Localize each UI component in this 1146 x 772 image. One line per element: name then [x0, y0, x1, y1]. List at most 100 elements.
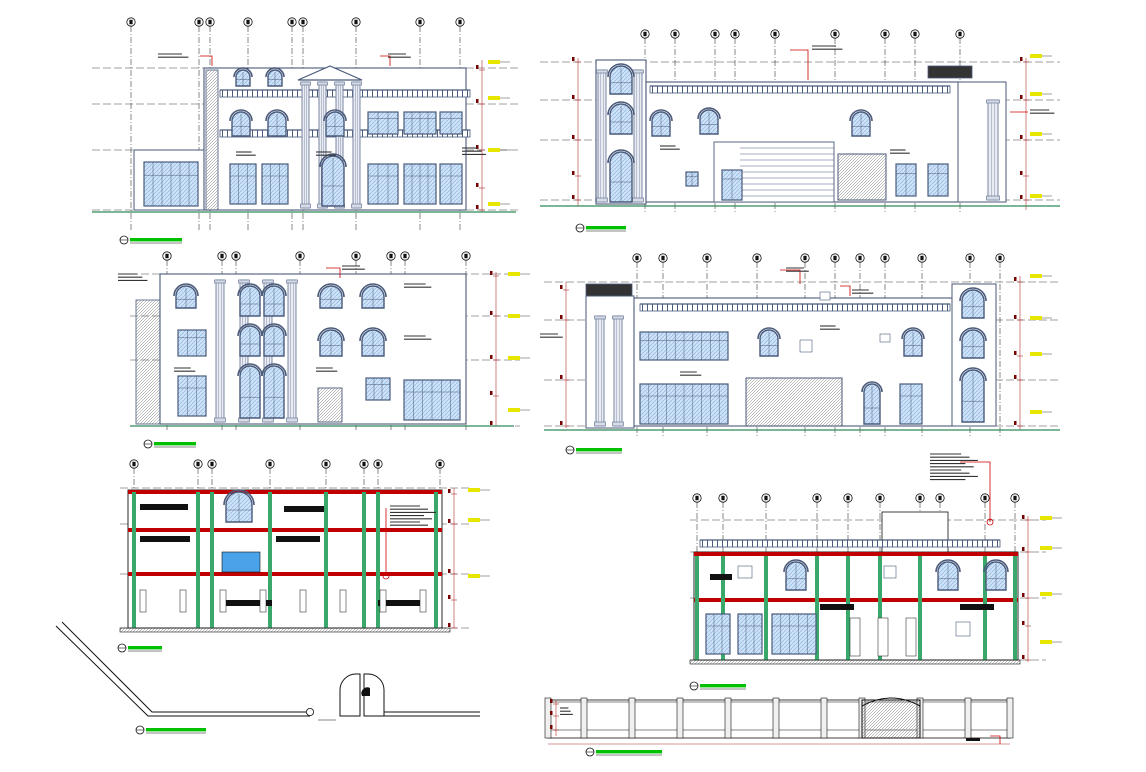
left-side-elevation-view	[118, 251, 530, 449]
leader-line	[790, 49, 809, 80]
level-label-block	[966, 738, 980, 741]
door-opening	[419, 589, 427, 613]
window	[365, 377, 391, 401]
dimension-text	[560, 285, 563, 289]
arched-window-hood	[901, 327, 925, 340]
balustrade	[649, 85, 951, 94]
door-opening	[905, 617, 917, 657]
grid-bubble-mark	[733, 31, 737, 37]
arched-window-hood	[317, 283, 345, 298]
gate-swing-icon	[361, 687, 370, 696]
parapet-block	[585, 283, 633, 297]
view-title-bar	[576, 448, 622, 452]
grid-bubble-mark	[438, 461, 442, 467]
grid-bubble-mark	[803, 255, 807, 261]
parapet-block	[927, 65, 973, 79]
arched-window-hood	[229, 109, 253, 122]
column-capital	[262, 279, 274, 284]
grid-bubble-mark	[197, 19, 201, 25]
grid-bubble-mark	[234, 253, 238, 259]
vent	[737, 565, 753, 579]
level-tag-icon	[508, 272, 520, 276]
dimension-text	[448, 595, 451, 599]
dimension-text	[1020, 135, 1023, 139]
beam-label-block	[378, 600, 422, 606]
section-wall	[210, 492, 214, 628]
column	[987, 99, 999, 201]
level-tag-icon	[1030, 274, 1042, 278]
vent	[955, 621, 971, 637]
grid-bubble-mark	[773, 31, 777, 37]
vent	[819, 291, 831, 301]
arched-window-hood	[237, 363, 263, 377]
dimension-text	[448, 519, 451, 523]
column-capital	[300, 81, 311, 86]
leader-line	[960, 461, 991, 522]
window	[771, 613, 817, 655]
porch	[585, 295, 635, 429]
view-title-bar	[130, 238, 182, 242]
level-tag-icon	[488, 60, 500, 64]
level-tag-icon	[1030, 194, 1042, 198]
dimension-text	[490, 421, 493, 425]
level-tag-icon	[1040, 516, 1052, 520]
arched-window-hood	[173, 283, 199, 297]
grid-bubble-mark	[210, 461, 214, 467]
dimension-text	[476, 99, 479, 103]
grid-bubble-mark	[755, 255, 759, 261]
arched-window-hood	[959, 327, 987, 342]
balustrade	[699, 539, 1001, 548]
window	[177, 329, 207, 357]
section-wall	[695, 556, 699, 660]
arched-window-hood	[959, 287, 987, 302]
views-layer	[55, 17, 1062, 757]
grid-bubble-mark	[458, 19, 462, 25]
vent	[883, 565, 897, 579]
window	[177, 375, 207, 417]
view-title-bar	[146, 728, 206, 732]
level-tag-icon	[1040, 640, 1052, 644]
column-capital	[317, 81, 328, 86]
window	[367, 111, 399, 135]
arched-window-hood	[983, 559, 1009, 573]
grid-bubble-mark	[858, 255, 862, 261]
column-capital	[286, 279, 298, 284]
arched-window-hood	[237, 323, 263, 337]
wall-pillar	[628, 697, 636, 739]
arched-window-hood	[783, 559, 809, 573]
door-opening	[849, 617, 861, 657]
section-wall	[878, 556, 882, 660]
front-elevation-view	[92, 17, 520, 245]
window	[737, 613, 763, 655]
floor-slab	[128, 528, 442, 532]
column	[633, 69, 643, 203]
section-wall	[376, 492, 380, 628]
foundation-strip	[689, 659, 1021, 665]
arched-window-hood	[317, 327, 345, 342]
grid-bubble-mark	[376, 461, 380, 467]
arched-window-hood	[323, 109, 347, 122]
arched-window-hood	[319, 153, 347, 168]
vent	[879, 333, 891, 343]
column	[613, 315, 623, 427]
grid-bubble-mark	[165, 253, 169, 259]
level-tag-icon	[508, 356, 520, 360]
arched-window-hood	[697, 107, 721, 120]
dimension-text	[1022, 621, 1025, 625]
grid-bubble-mark	[983, 495, 987, 501]
dimension-text	[1020, 95, 1023, 99]
section-callout-icon	[382, 572, 390, 580]
grid-bubble-mark	[815, 495, 819, 501]
arched-window-hood	[607, 63, 635, 78]
stair-tower	[205, 69, 219, 211]
level-tag-icon	[1030, 352, 1042, 356]
dimension-text	[490, 391, 493, 395]
grid-bubble-mark	[721, 495, 725, 501]
arched-window-hood	[607, 101, 635, 116]
dimension-text	[1020, 57, 1023, 61]
level-tag-icon	[508, 314, 520, 318]
dimension-text	[572, 171, 575, 175]
section-a-view	[117, 459, 490, 653]
boundary-wall-line	[55, 625, 310, 717]
